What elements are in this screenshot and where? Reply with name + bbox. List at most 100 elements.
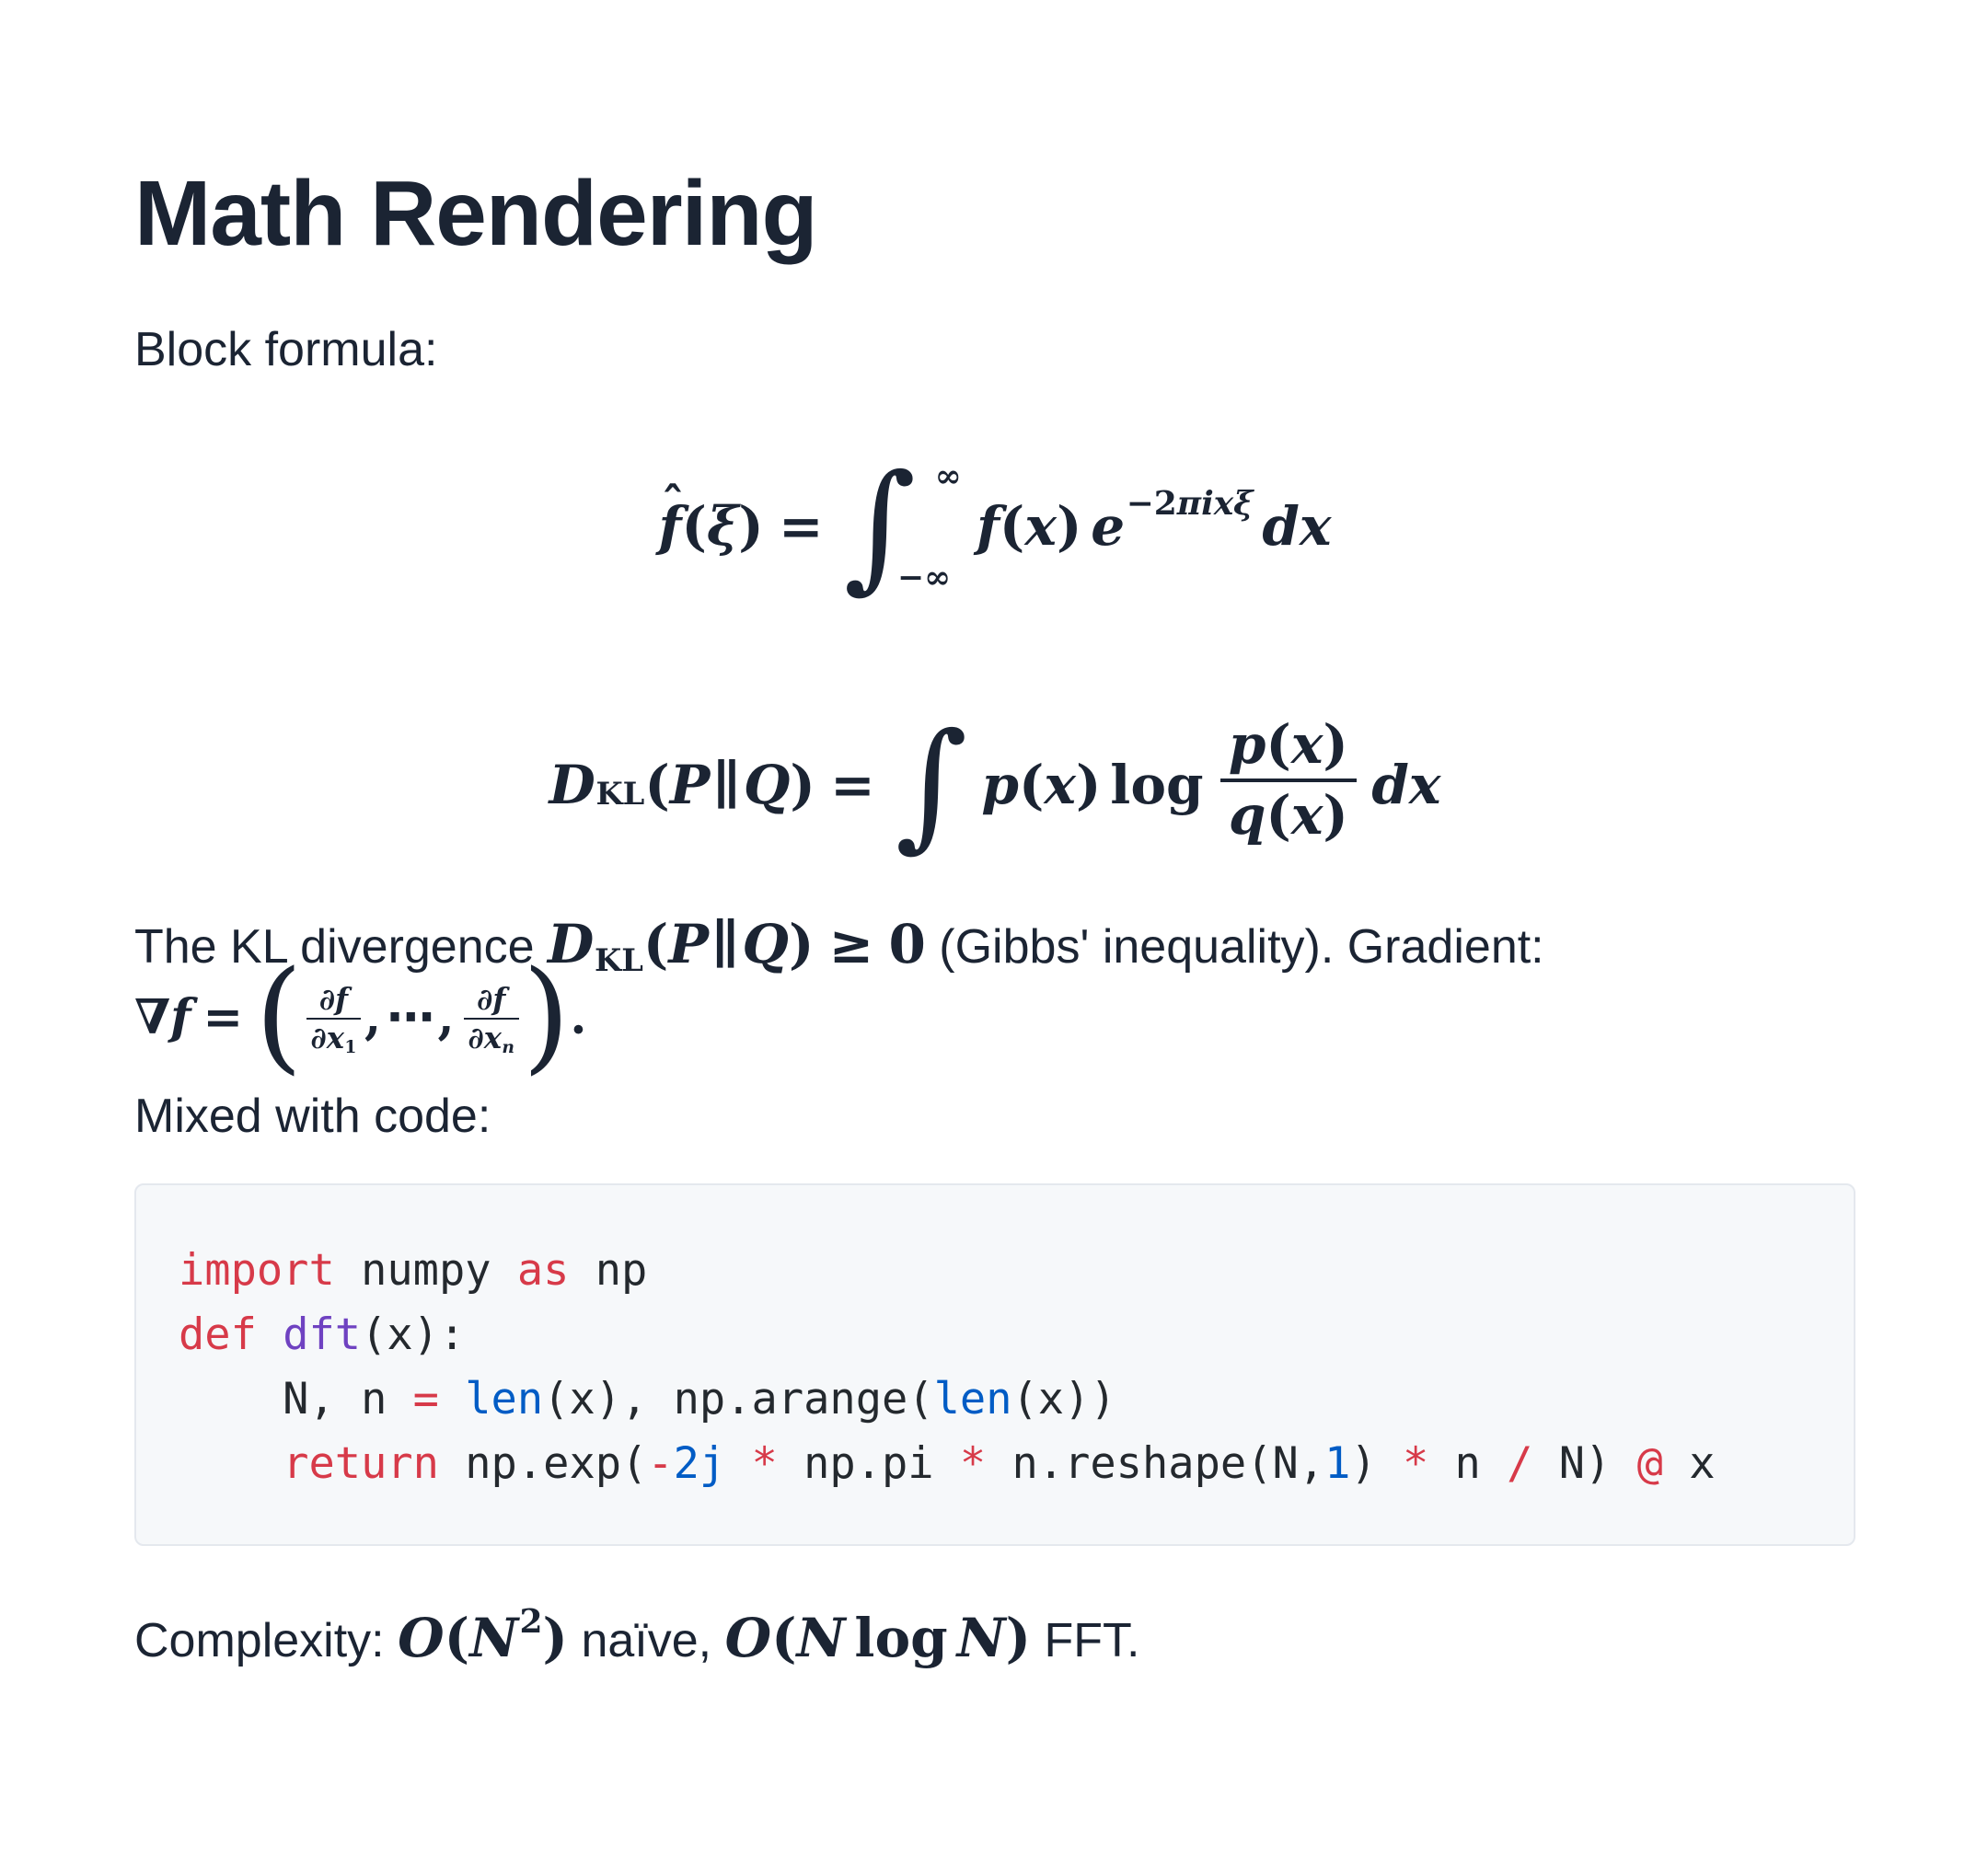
- math-token: .: [570, 988, 587, 1045]
- math-token: ∫∞−∞: [844, 456, 962, 597]
- math-token: ∂f: [318, 982, 348, 1018]
- math-token: x: [1290, 713, 1323, 777]
- math-token: KL: [595, 775, 644, 812]
- math-token: N: [469, 1606, 519, 1669]
- math-token: e: [1091, 495, 1126, 559]
- code-token-p: [179, 1438, 283, 1489]
- code-token-p: n: [1428, 1437, 1508, 1489]
- math-token: ∂f: [315, 981, 353, 1018]
- code-token-k: as: [516, 1244, 570, 1296]
- code-token-b: 1: [1324, 1437, 1351, 1489]
- math-token: ∞: [934, 456, 962, 495]
- math-token: 1: [344, 1037, 357, 1058]
- kl-paragraph-text-2: (Gibbs' inequality). Gradient:: [925, 920, 1544, 975]
- math-token: ): [790, 754, 815, 817]
- math-token: n: [502, 1037, 514, 1058]
- math-token: f: [658, 495, 682, 559]
- math-token: ): [1005, 1606, 1032, 1669]
- code-token-p: np.pi: [777, 1437, 960, 1489]
- math-token: ≥: [828, 913, 874, 976]
- code-token-p: (x):: [361, 1309, 466, 1360]
- math-token: log: [1110, 754, 1204, 817]
- code-token-b: len: [933, 1373, 1012, 1424]
- math-token: 1: [344, 1037, 356, 1057]
- code-token-p: N, n: [179, 1373, 413, 1424]
- code-token-o: *: [1402, 1437, 1429, 1489]
- math-token: f: [170, 988, 191, 1045]
- block-formula-label: Block formula:: [134, 323, 438, 376]
- math-token: ∂xn: [463, 1018, 519, 1057]
- math-token: ∂x: [468, 1021, 502, 1056]
- math-token: ˆ: [661, 477, 685, 531]
- math-token: ∞−∞: [897, 456, 962, 596]
- code-token-p: [725, 1438, 751, 1489]
- math-token: 2: [520, 1602, 543, 1641]
- math-token: n: [502, 1037, 514, 1057]
- math-token: ∫: [896, 714, 968, 856]
- math-token: −2: [1126, 483, 1177, 523]
- code-token-o: -: [647, 1437, 674, 1489]
- mixed-code-label: Mixed with code:: [134, 1090, 491, 1144]
- math-token: f: [976, 495, 1000, 559]
- math-token: ⋯: [387, 988, 435, 1045]
- math-token: −2πixξ: [1127, 484, 1254, 523]
- code-token-o: /: [1507, 1437, 1533, 1489]
- page-title: Math Rendering: [134, 162, 818, 265]
- math-token: ,: [364, 988, 382, 1045]
- python-code-block: import numpy as np def dft(x): N, n = le…: [134, 1182, 1855, 1546]
- math-token: (: [255, 944, 303, 1087]
- code-token-p: ): [1350, 1437, 1403, 1489]
- math-token: πixξ: [1176, 483, 1254, 523]
- kl-inline-math: DKL(P∥Q)≥0: [548, 913, 926, 975]
- math-token: (: [1266, 783, 1291, 847]
- math-token: ): [1323, 783, 1348, 847]
- math-token: x: [1044, 754, 1076, 817]
- math-token: (: [999, 495, 1025, 559]
- math-token: q(x): [1220, 778, 1357, 849]
- code-token-p: N): [1532, 1437, 1637, 1489]
- math-token: ξ: [706, 495, 739, 559]
- code-token-b: len: [465, 1373, 544, 1424]
- math-token: ): [788, 913, 815, 976]
- math-token: p: [1228, 713, 1266, 777]
- code-token-o: =: [412, 1373, 439, 1424]
- code-token-p: [439, 1374, 465, 1424]
- code-token-k: import: [179, 1244, 335, 1296]
- math-token: ,: [437, 988, 455, 1045]
- code-token-o: *: [959, 1437, 987, 1489]
- code-token-p: np.exp(: [438, 1437, 648, 1489]
- math-token: ∂x1: [306, 1018, 362, 1057]
- math-token: q: [1228, 783, 1266, 847]
- code-token-k: return: [283, 1437, 439, 1489]
- math-token: ∂f∂x1: [306, 981, 362, 1057]
- math-token: P: [669, 754, 711, 817]
- math-token: (: [644, 754, 670, 817]
- math-token: ∥: [711, 913, 740, 976]
- math-token: (: [444, 1606, 470, 1669]
- math-token: =: [830, 754, 875, 817]
- code-token-p: [257, 1309, 283, 1360]
- math-token: p: [981, 754, 1019, 817]
- math-token: O: [398, 1606, 445, 1669]
- python-code: import numpy as np def dft(x): N, n = le…: [179, 1245, 1716, 1489]
- code-token-p: numpy: [334, 1244, 517, 1296]
- complexity-text-1: Complexity:: [134, 1613, 399, 1667]
- complexity-text-2: naïve,: [568, 1613, 725, 1667]
- kl-paragraph-text-1: The KL divergence: [134, 920, 549, 975]
- math-token: ): [522, 944, 571, 1087]
- code-token-p: n.reshape(N,: [986, 1437, 1325, 1489]
- math-token: ∂x: [310, 1021, 344, 1056]
- math-token: dx: [1371, 754, 1441, 817]
- math-token: KL: [595, 941, 643, 978]
- math-token: ∫: [843, 444, 917, 607]
- math-token: D: [549, 754, 595, 817]
- gradient-inline-math: ∇f=(∂f∂x1,⋯,∂f∂xn).: [134, 954, 587, 1077]
- code-token-o: @: [1636, 1437, 1663, 1489]
